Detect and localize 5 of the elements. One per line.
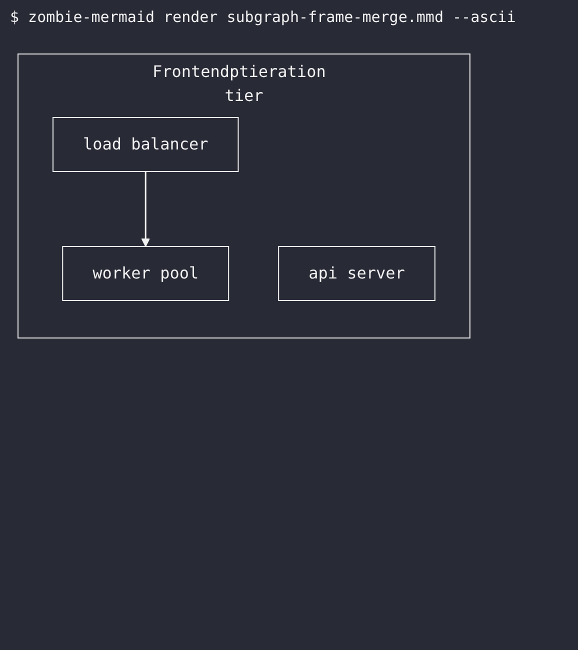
node-box: load balancer xyxy=(52,117,239,172)
arrow xyxy=(141,172,150,247)
command-line: $ zombie-mermaid render subgraph-frame-merge.mmd --ascii xyxy=(10,8,517,26)
node-box: api server xyxy=(278,246,436,301)
node-box: worker pool xyxy=(62,246,230,301)
